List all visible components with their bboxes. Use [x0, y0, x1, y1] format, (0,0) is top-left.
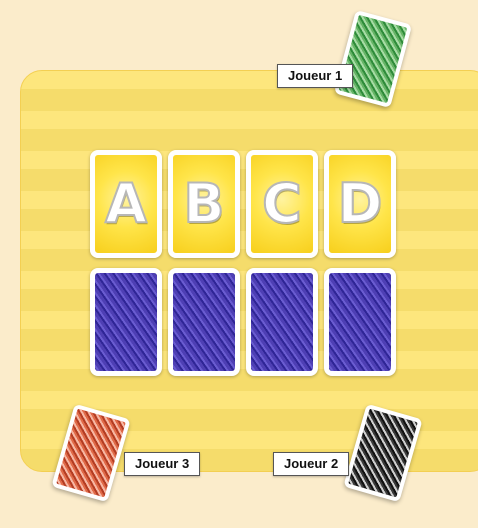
player-3-label: Joueur 3 — [124, 452, 200, 476]
letter-card-a[interactable]: A — [90, 150, 162, 258]
letter-c: C — [262, 177, 302, 231]
face-down-card-a[interactable] — [90, 268, 162, 376]
letter-card-c[interactable]: C — [246, 150, 318, 258]
letter-d: D — [338, 177, 383, 231]
face-down-card-c[interactable] — [246, 268, 318, 376]
player-1-label: Joueur 1 — [277, 64, 353, 88]
face-down-card-d[interactable] — [324, 268, 396, 376]
face-down-card-b[interactable] — [168, 268, 240, 376]
letter-card-d[interactable]: D — [324, 150, 396, 258]
letter-a: A — [105, 177, 147, 231]
letter-card-b[interactable]: B — [168, 150, 240, 258]
letter-b: B — [183, 177, 224, 231]
player-2-label: Joueur 2 — [273, 452, 349, 476]
